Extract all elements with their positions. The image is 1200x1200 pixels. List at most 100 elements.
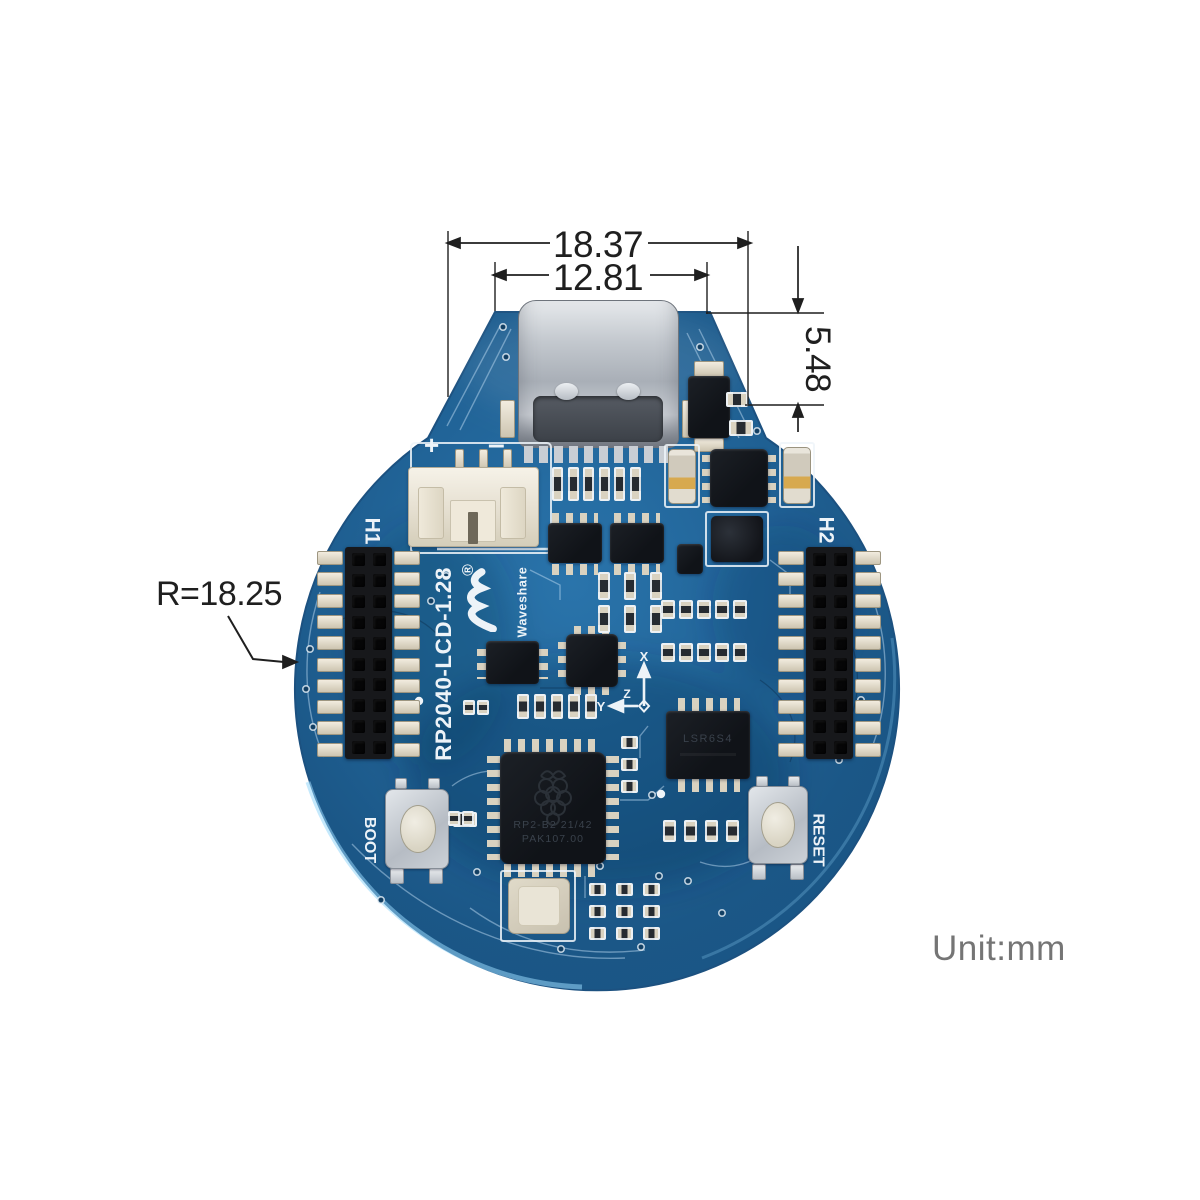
chip-resistor — [684, 820, 697, 842]
header-pin-pad — [317, 721, 343, 736]
solder-pad — [715, 643, 729, 662]
transistor-sot23 — [677, 544, 703, 574]
via-dot — [426, 596, 435, 605]
header-pin-hole — [813, 636, 826, 650]
usb-side-pad — [500, 400, 515, 438]
solder-pad — [643, 927, 660, 940]
regulator-chip — [610, 523, 664, 563]
chip-resistor — [726, 820, 739, 842]
qfn-chip-pins — [618, 642, 626, 678]
solder-pad — [616, 927, 633, 940]
header-pin-pad — [317, 657, 343, 672]
via-dot — [647, 790, 656, 799]
solder-pad — [621, 780, 638, 793]
header-pin-hole — [373, 657, 386, 671]
dim-width-inner-label: 12.81 — [552, 257, 644, 298]
chip-resistor — [568, 694, 580, 719]
battery-plus-label: + — [424, 430, 440, 460]
reset-button-cap — [761, 802, 795, 848]
header-pin-pad — [778, 700, 804, 715]
header-pin-hole — [373, 636, 386, 650]
mcu-pins — [487, 756, 500, 860]
header-pin-pad — [855, 742, 881, 757]
header-pin-pad — [778, 657, 804, 672]
header-pin-pad — [778, 678, 804, 693]
header-pin-pad — [394, 593, 420, 608]
header-pin-hole — [373, 594, 386, 608]
header-pin-pad — [317, 551, 343, 565]
solder-pad — [643, 905, 660, 918]
board-edge-highlight — [305, 781, 583, 990]
battery-connector-wing — [418, 487, 444, 539]
mcu-pins — [504, 739, 602, 752]
via-dot — [301, 684, 310, 693]
via-dot — [556, 944, 565, 953]
via-dot — [683, 876, 692, 885]
charger-chip-pins — [702, 455, 710, 503]
solder-pad — [589, 927, 606, 940]
header-pin-pad — [855, 721, 881, 736]
waveshare-logo-icon — [467, 568, 497, 632]
crystal-lid — [518, 886, 560, 926]
regulator-legs — [614, 564, 660, 575]
imu-marking-line — [680, 753, 736, 756]
imu-pins — [678, 777, 740, 792]
header-pin-pad — [394, 678, 420, 693]
flash-chip — [486, 641, 539, 684]
via-dot — [654, 871, 663, 880]
header-pin-pad — [394, 551, 420, 565]
tantalum-capacitor — [783, 447, 811, 504]
solder-pad — [616, 905, 633, 918]
header-pin-hole — [373, 573, 386, 587]
chip-resistor — [598, 572, 610, 600]
dim-height-label: 5.48 — [798, 325, 837, 393]
via-dot — [695, 342, 704, 351]
header-pin-hole — [834, 741, 847, 755]
capacitor-silkscreen — [664, 444, 700, 508]
chip-resistor — [624, 572, 636, 600]
regulator-legs — [552, 513, 598, 524]
inductor-silkscreen — [705, 511, 769, 567]
solder-pad — [697, 600, 711, 619]
solder-pad — [477, 700, 489, 715]
header-pin-hole — [352, 699, 365, 713]
header-pin-pad — [855, 572, 881, 587]
chip-capacitor — [729, 420, 753, 436]
header-pin-pad — [317, 614, 343, 629]
battery-connector-key — [468, 512, 478, 544]
header-pin-hole — [813, 678, 826, 692]
header-pin-hole — [834, 636, 847, 650]
header-pin-hole — [813, 699, 826, 713]
chip-resistor — [705, 820, 718, 842]
header-pin-hole — [813, 720, 826, 734]
header-pin-hole — [352, 741, 365, 755]
test-point-dot — [656, 789, 666, 799]
solder-pad — [616, 883, 633, 896]
solder-pad — [462, 811, 474, 826]
header-pin-pad — [855, 657, 881, 672]
header-pin-pad — [394, 742, 420, 757]
battery-connector-wing — [500, 487, 526, 539]
header-pin-hole — [352, 678, 365, 692]
solder-pad — [463, 700, 475, 715]
via-dot — [308, 722, 317, 731]
solder-pad — [679, 600, 693, 619]
via-dot — [305, 644, 314, 653]
chip-resistor — [624, 605, 636, 633]
chip-resistor — [650, 605, 662, 633]
header-pin-hole — [352, 720, 365, 734]
via-dot — [498, 322, 507, 331]
chip-capacitor — [726, 392, 748, 407]
header-pin-hole — [834, 678, 847, 692]
solder-pad — [589, 905, 606, 918]
usb-c-opening — [533, 396, 663, 442]
button-leg — [790, 864, 804, 880]
qfn-chip-pins — [574, 687, 610, 695]
dim-width-outer-label: 18.37 — [552, 224, 644, 265]
regulator-legs — [552, 564, 598, 575]
header-pin-pad — [855, 614, 881, 629]
header-pin-hole — [352, 657, 365, 671]
header-pin-hole — [813, 741, 826, 755]
header-pin-hole — [352, 615, 365, 629]
